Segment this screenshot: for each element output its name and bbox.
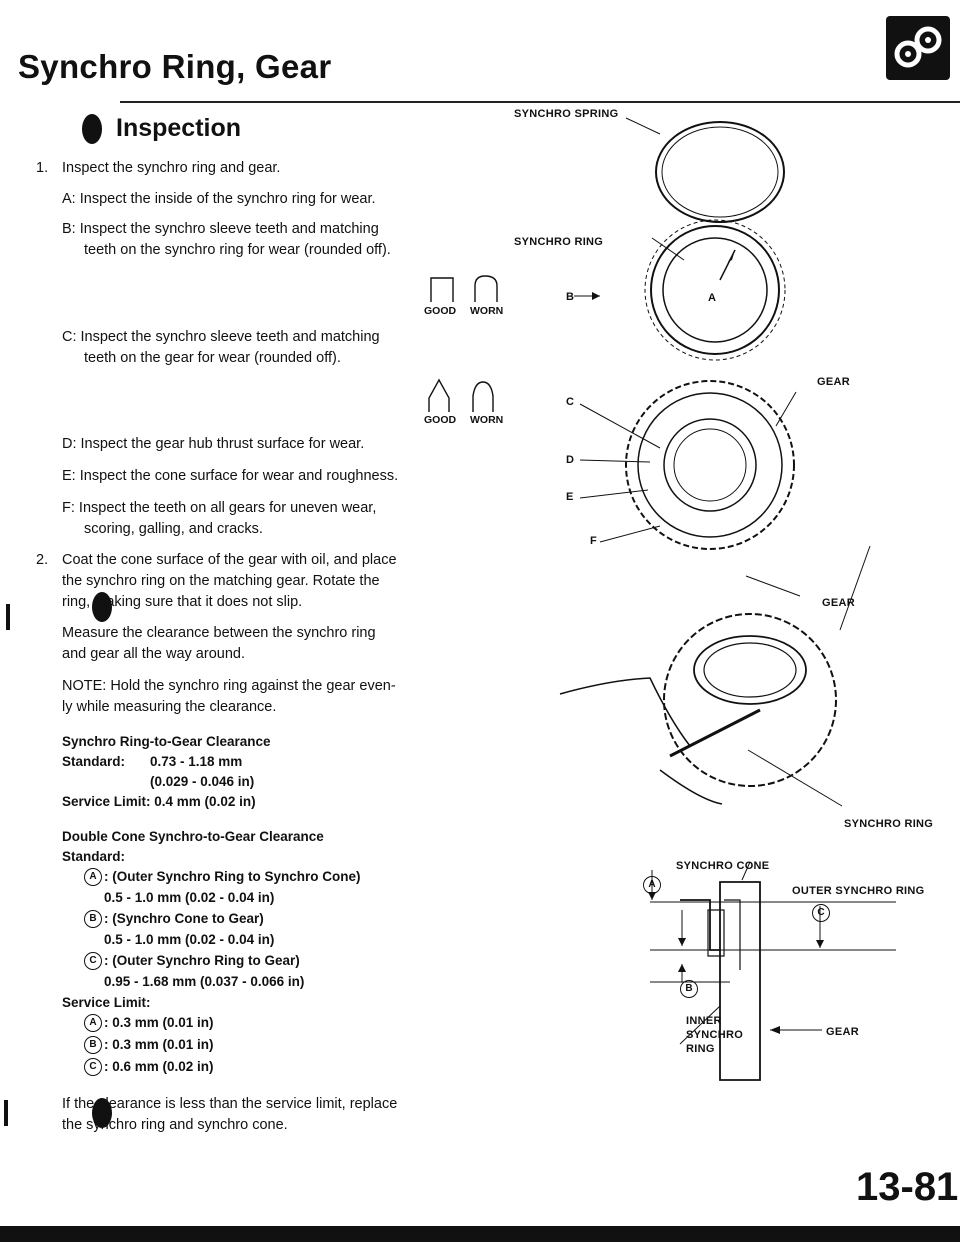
check-f-line2: scoring, galling, and cracks. <box>84 521 263 537</box>
check-c-line2: teeth on the gear for wear (rounded off)… <box>84 350 341 366</box>
note-line1: NOTE: Hold the synchro ring against the … <box>62 678 396 694</box>
synchro-ring-figure <box>574 117 786 361</box>
section-bullet <box>92 592 112 622</box>
spec-value: 0.5 - 1.0 mm (0.02 - 0.04 in) <box>104 890 275 905</box>
spec-heading: Double Cone Synchro-to-Gear Clearance <box>62 829 324 844</box>
check-f-line1: F: Inspect the teeth on all gears for un… <box>62 500 377 516</box>
good-label: GOOD <box>424 414 457 426</box>
label-f: F <box>590 535 598 547</box>
label-gear: GEAR <box>822 597 855 609</box>
label-synchro-spring: SYNCHRO SPRING <box>514 108 619 120</box>
check-c-line1: C: Inspect the synchro sleeve teeth and … <box>62 329 380 345</box>
step2-line1: Coat the cone surface of the gear with o… <box>62 552 397 568</box>
check-b-line1: B: Inspect the synchro sleeve teeth and … <box>62 221 379 237</box>
label-synchro-ring: SYNCHRO RING <box>844 818 934 830</box>
circled-b-icon: B <box>680 980 698 998</box>
label-line: RING <box>686 1043 715 1055</box>
step-number: 2. <box>36 552 49 568</box>
circled-c-icon: C <box>84 952 102 971</box>
limit-value: : 0.6 mm (0.02 in) <box>104 1059 214 1074</box>
spec-row-a: A: (Outer Synchro Ring to Synchro Cone) <box>84 866 361 887</box>
limit-row-c: C: 0.6 mm (0.02 in) <box>84 1056 214 1077</box>
circled-a-icon: A <box>643 876 661 894</box>
page-title: Synchro Ring, Gear <box>18 48 332 85</box>
label-gear: GEAR <box>817 376 850 388</box>
step2-line2: the synchro ring on the matching gear. R… <box>62 573 380 589</box>
circled-b-icon: B <box>84 910 102 929</box>
tooth-wear-diagram-icon <box>430 275 498 302</box>
check-a: A: Inspect the inside of the synchro rin… <box>62 191 376 207</box>
circled-c-icon: C <box>812 904 830 922</box>
spec-row-c: C: (Outer Synchro Ring to Gear) <box>84 950 300 971</box>
label-line: SYNCHRO <box>686 1029 744 1041</box>
spec-desc: : (Synchro Cone to Gear) <box>104 911 264 926</box>
step-text: Inspect the synchro ring and gear. <box>62 160 281 176</box>
closing-line2: the synchro ring and synchro cone. <box>62 1117 288 1133</box>
spec-service-limit: Service Limit: 0.4 mm (0.02 in) <box>62 794 256 809</box>
footer-bar <box>0 1226 960 1242</box>
label-c: C <box>566 396 575 408</box>
limit-value: : 0.3 mm (0.01 in) <box>104 1037 214 1052</box>
limit-value: : 0.3 mm (0.01 in) <box>104 1015 214 1030</box>
gear-figure <box>579 380 797 550</box>
label-a: A <box>708 292 717 304</box>
circled-b-icon: B <box>84 1036 102 1055</box>
clearance-measurement-figure <box>559 545 871 807</box>
measure-line1: Measure the clearance between the synchr… <box>62 625 376 641</box>
binder-mark <box>6 604 10 630</box>
gear-tooth-wear-diagram-icon <box>428 378 494 412</box>
section-bullet <box>92 1098 112 1128</box>
label-synchro-ring: SYNCHRO RING <box>514 236 604 248</box>
gear-logo-icon <box>886 16 950 80</box>
spec-desc: : (Outer Synchro Ring to Synchro Cone) <box>104 869 361 884</box>
page-number: 13-81 <box>856 1165 959 1209</box>
spec-standard-mm: 0.73 - 1.18 mm <box>150 754 243 769</box>
section-heading: Inspection <box>116 114 242 142</box>
header-rule <box>120 101 960 103</box>
step2-line3: ring, making sure that it does not slip. <box>62 594 303 610</box>
label-outer-synchro-ring: OUTER SYNCHRO RING <box>792 885 925 897</box>
check-e: E: Inspect the cone surface for wear and… <box>62 468 399 484</box>
measure-line2: and gear all the way around. <box>62 646 245 662</box>
worn-label: WORN <box>470 414 504 426</box>
double-cone-section-figure <box>648 861 896 1081</box>
spec-standard-label: Standard: <box>62 849 126 864</box>
closing-line1: If the clearance is less than the servic… <box>62 1096 398 1112</box>
section-bullet <box>82 114 102 144</box>
circled-c-icon: C <box>84 1058 102 1077</box>
label-e: E <box>566 491 574 503</box>
step-number: 1. <box>36 160 49 176</box>
label-d: D <box>566 454 575 466</box>
worn-label: WORN <box>470 305 504 317</box>
note-line2: ly while measuring the clearance. <box>62 699 277 715</box>
limit-row-a: A: 0.3 mm (0.01 in) <box>84 1012 214 1033</box>
spec-row-b: B: (Synchro Cone to Gear) <box>84 908 264 929</box>
label-gear: GEAR <box>826 1026 859 1038</box>
label-synchro-cone: SYNCHRO CONE <box>676 860 770 872</box>
check-b-line2: teeth on the synchro ring for wear (roun… <box>84 242 391 258</box>
spec-standard-label: Standard: <box>62 754 126 769</box>
spec-standard-in: (0.029 - 0.046 in) <box>150 774 255 789</box>
spec-service-limit-label: Service Limit: <box>62 995 151 1010</box>
check-d: D: Inspect the gear hub thrust surface f… <box>62 436 365 452</box>
label-line: INNER <box>686 1015 722 1027</box>
spec-value: 0.95 - 1.68 mm (0.037 - 0.066 in) <box>104 974 305 989</box>
label-inner-synchro-ring: INNER SYNCHRO RING <box>686 1014 743 1056</box>
spec-value: 0.5 - 1.0 mm (0.02 - 0.04 in) <box>104 932 275 947</box>
good-label: GOOD <box>424 305 457 317</box>
circled-a-icon: A <box>84 868 102 887</box>
spec-heading: Synchro Ring-to-Gear Clearance <box>62 734 271 749</box>
spec-desc: : (Outer Synchro Ring to Gear) <box>104 953 300 968</box>
limit-row-b: B: 0.3 mm (0.01 in) <box>84 1034 214 1055</box>
circled-a-icon: A <box>84 1014 102 1033</box>
binder-mark <box>4 1100 8 1126</box>
label-b: B <box>566 291 575 303</box>
